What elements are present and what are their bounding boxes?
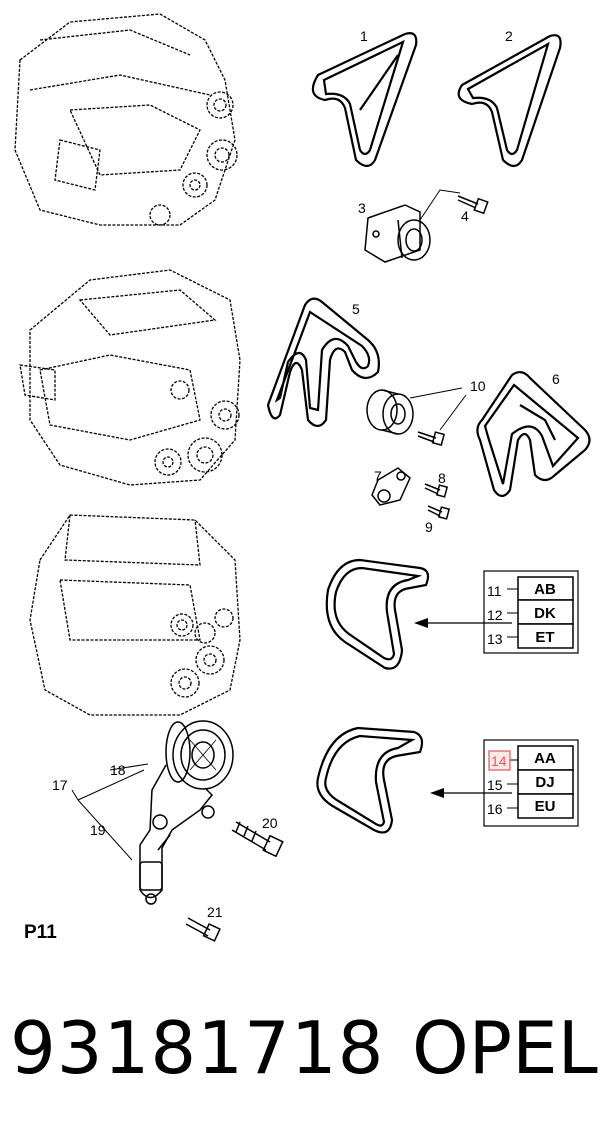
callout-11: 11 [487,583,502,599]
belt-2 [457,34,562,168]
callout-12: 12 [487,607,503,623]
callout-17: 17 [52,777,68,793]
highlight-callout-14 [488,750,511,771]
callout-1: 1 [360,28,368,44]
engine-illustration-1 [14,13,238,226]
callout-9: 9 [425,519,433,535]
bolt-part-8 [424,483,449,498]
callout-labels: 1 2 3 4 5 6 7 8 9 10 11 12 13 14 15 16 1… [52,28,560,920]
code-dj: DJ [535,774,554,791]
belt-11-13 [325,558,430,670]
code-eu: EU [535,798,556,815]
callout-14: 14 [491,753,507,769]
brand-name: OPEL [412,1006,598,1090]
callout-4: 4 [461,208,469,224]
code-et: ET [535,629,554,646]
belt-code-table-lower: AA DJ EU [483,739,579,827]
belt-1 [311,32,418,168]
code-dk: DK [534,605,556,622]
engine-illustration-2 [19,269,241,486]
callout-2: 2 [505,28,513,44]
belt-code-table-upper: AB DK ET [483,570,579,654]
belt-5 [266,297,380,428]
callout-18: 18 [110,762,126,778]
bracket-part-7 [371,467,411,506]
callout-13: 13 [487,631,503,647]
callout-7: 7 [374,468,382,484]
callout-19: 19 [90,822,106,838]
belt-14-16 [316,726,424,834]
bolt-part-20 [231,821,284,858]
callout-15: 15 [487,777,503,793]
callout-16: 16 [487,801,503,817]
bolt-part-21 [185,917,221,942]
callout-6: 6 [552,371,560,387]
bolt-part-4 [457,195,489,215]
tensioner-assembly [139,720,234,905]
code-ab: AB [534,581,556,598]
callout-20: 20 [262,815,278,831]
bolt-part-9 [427,505,451,520]
code-aa: AA [534,750,556,767]
callout-10: 10 [470,378,486,394]
pulley-part-10 [366,389,414,435]
callout-8: 8 [438,470,446,486]
belt-6 [476,371,591,498]
callout-21: 21 [207,904,223,920]
page-reference: P11 [24,922,57,943]
callout-5: 5 [352,301,360,317]
engine-illustration-3 [29,514,241,716]
bolt-part-10 [417,431,446,447]
pulley-part-3 [364,204,431,263]
part-number: 93181718 [10,1006,385,1090]
callout-3: 3 [358,200,366,216]
